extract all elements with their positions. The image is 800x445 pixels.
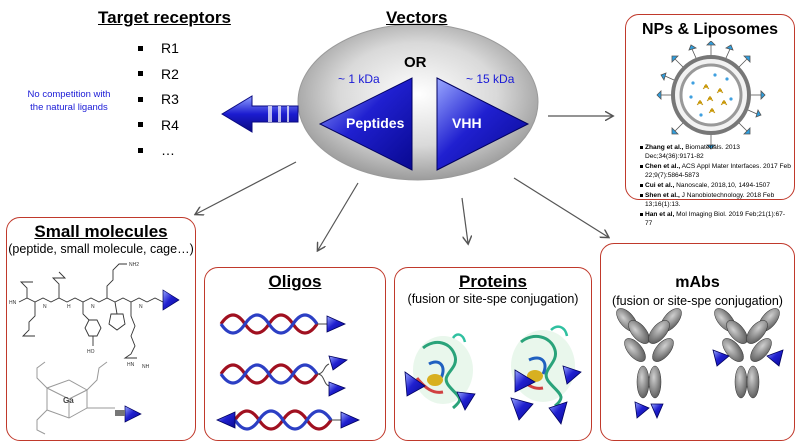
ga-label: Ga xyxy=(63,396,74,405)
svg-text:NH2: NH2 xyxy=(129,262,139,268)
vectors-title: Vectors xyxy=(386,8,448,27)
arrow-to-mabs xyxy=(513,177,608,237)
receptor-item: R2 xyxy=(138,66,179,92)
nps-references: Zhang et al., Biomaterials. 2013 Dec;34(… xyxy=(630,143,792,229)
svg-text:HN: HN xyxy=(9,300,17,306)
mabs-title: mAbs xyxy=(675,274,720,291)
peptides-label: Peptides xyxy=(346,115,405,131)
no-competition-note: No competition with the natural ligands xyxy=(27,89,111,113)
reference-item: Zhang et al., Biomaterials. 2013 Dec;34(… xyxy=(640,143,792,161)
antibody-illustrations xyxy=(616,308,784,420)
protein-illustrations xyxy=(404,325,582,425)
target-receptors-title: Target receptors xyxy=(98,8,231,27)
svg-text:HO: HO xyxy=(87,349,95,355)
vectors-ellipse xyxy=(297,23,539,181)
vhh-triangle xyxy=(436,77,530,171)
arrow-to-proteins xyxy=(461,197,468,243)
receptor-item: … xyxy=(138,142,179,168)
vhh-size-label: ~ 15 kDa xyxy=(466,72,515,86)
mabs-subtitle: (fusion or site-spe conjugation) xyxy=(612,294,783,308)
svg-text:N: N xyxy=(91,304,95,310)
mabs-box: mAbs (fusion or site-spe conjugation) xyxy=(600,243,795,441)
arrow-to-oligos xyxy=(318,182,359,250)
receptor-item: R3 xyxy=(138,91,179,117)
nps-liposomes-box: NPs & Liposomes xyxy=(625,14,795,227)
svg-text:HN: HN xyxy=(127,362,135,368)
liposome-illustration xyxy=(656,41,766,150)
or-label: OR xyxy=(404,54,427,71)
vhh-label: VHH xyxy=(452,115,482,131)
proteins-title: Proteins xyxy=(458,272,528,291)
receptor-item: R4 xyxy=(138,117,179,143)
svg-text:NH: NH xyxy=(142,364,150,370)
svg-text:H: H xyxy=(67,304,71,310)
peptides-triangle xyxy=(318,77,413,171)
small-molecules-subtitle: (peptide, small molecule, cage…) xyxy=(8,242,194,256)
proteins-box: Proteins (fusion or site-spe conjugation… xyxy=(394,267,592,441)
oligos-box: Oligos xyxy=(204,267,386,441)
receptor-item: R1 xyxy=(138,40,179,66)
peptide-size-label: ~ 1 kDa xyxy=(338,72,380,86)
reference-item: Han et al, Mol Imaging Biol. 2019 Feb;21… xyxy=(640,210,792,228)
svg-text:N: N xyxy=(139,304,143,310)
svg-text:N: N xyxy=(43,304,47,310)
dna-illustrations xyxy=(216,313,360,431)
oligos-title: Oligos xyxy=(268,272,322,291)
proteins-subtitle: (fusion or site-spe conjugation) xyxy=(407,292,579,306)
reference-item: Chen et al., ACS Appl Mater Interfaces. … xyxy=(640,162,792,180)
arrow-to-small-molecules xyxy=(196,161,297,214)
small-molecules-title: Small molecules xyxy=(34,222,168,241)
reference-item: Cui et al., Nanoscale, 2018,10, 1494-150… xyxy=(640,181,792,190)
left-arrow-icon xyxy=(221,95,299,133)
receptor-list: R1 R2 R3 R4 … xyxy=(138,40,179,168)
small-molecules-box: Small molecules (peptide, small molecule… xyxy=(6,217,196,441)
nps-title: NPs & Liposomes xyxy=(641,21,779,38)
reference-item: Shen et al., J Nanobiotechnology. 2018 F… xyxy=(640,191,792,209)
